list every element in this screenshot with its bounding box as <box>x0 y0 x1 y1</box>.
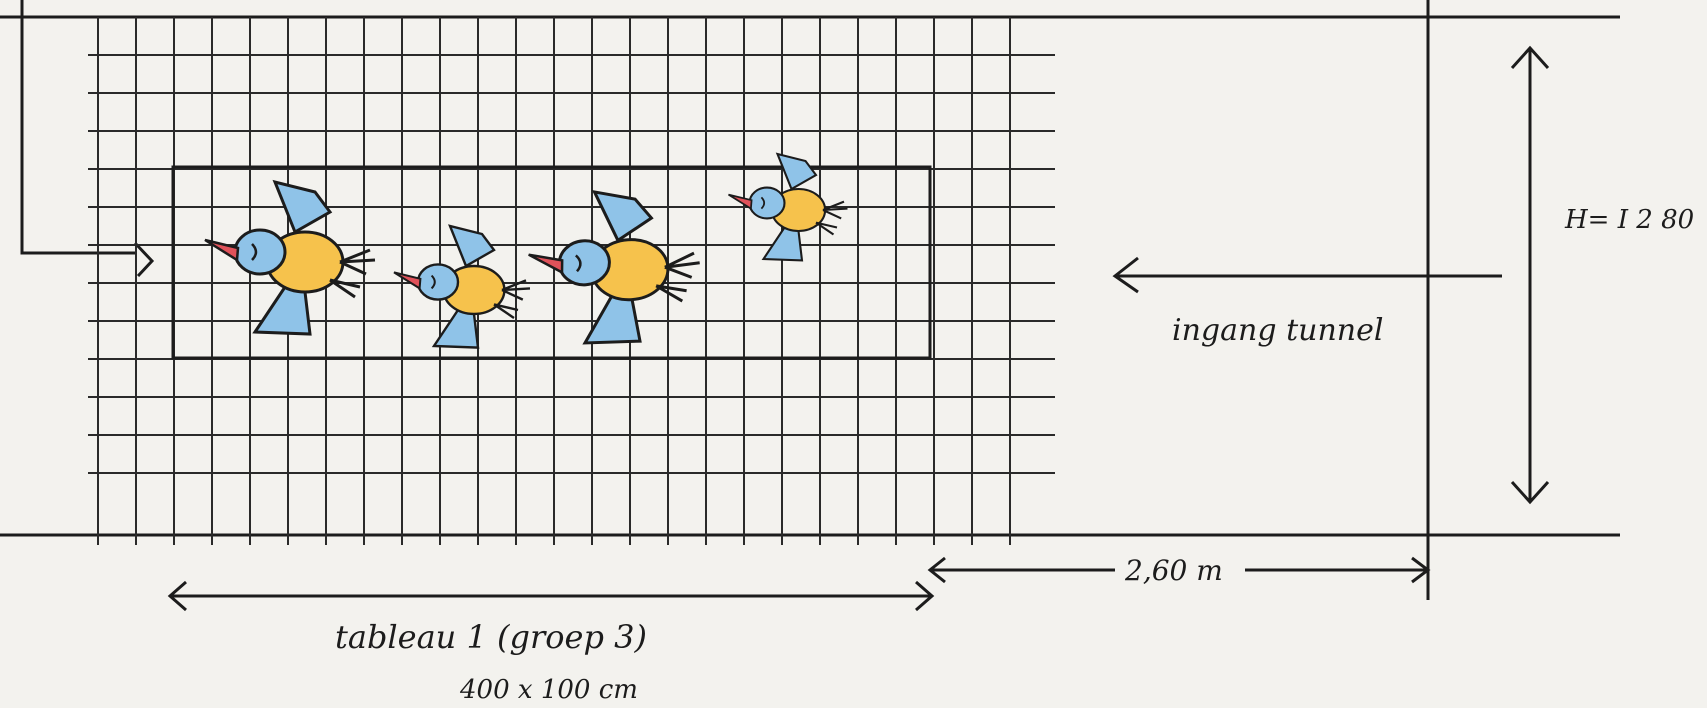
tableau-size: 400 x 100 cm <box>459 675 638 705</box>
height-dimension-arrow <box>1510 45 1550 505</box>
entry-arrowhead <box>133 241 155 278</box>
entrance-label: ingang tunnel <box>1172 313 1383 348</box>
tableau-title: tableau 1 (groep 3) <box>335 618 647 656</box>
height-label: H= I 2 80 <box>1564 205 1694 235</box>
tableau-outline <box>171 165 932 360</box>
tunnel-outline <box>0 0 1620 600</box>
distance-dimension-arrow <box>927 556 1431 584</box>
tableau-width-arrow <box>167 580 935 612</box>
entrance-arrow <box>1112 256 1502 294</box>
distance-label: 2,60 m <box>1124 554 1223 587</box>
